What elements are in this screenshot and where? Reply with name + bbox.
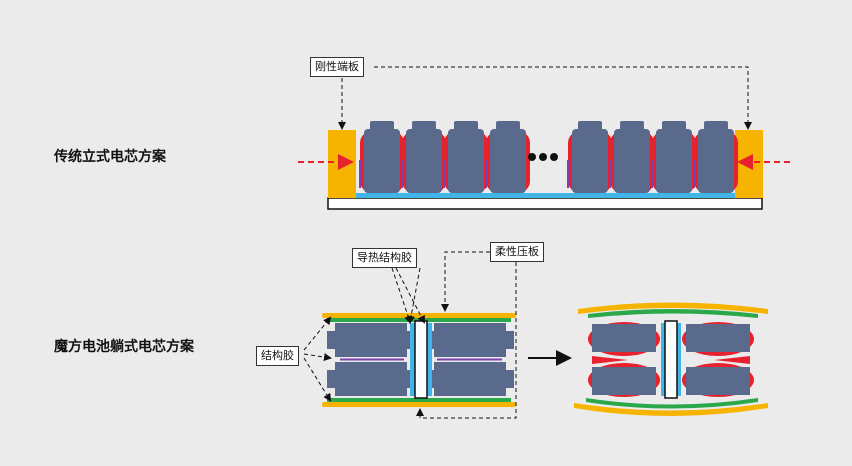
row-title-cube: 魔方电池躺式电芯方案	[54, 339, 194, 355]
swollen-cell	[682, 322, 754, 356]
vertical-cell	[443, 121, 488, 193]
vertical-cell	[485, 121, 530, 193]
swollen-cell	[588, 322, 660, 356]
leader-flexible-plate-top	[441, 251, 490, 312]
callout-flexible-pressure-plate: 柔性压板	[490, 242, 544, 262]
leader-thermal-glue-2	[395, 267, 425, 324]
bottom-green-layer	[327, 398, 511, 402]
top-green-layer-bent	[588, 309, 758, 318]
ellipsis-icon	[528, 153, 558, 161]
end-plate-right	[735, 130, 763, 198]
leader-structural-glue-3	[303, 357, 332, 402]
top-flexible-plate-bent	[578, 302, 768, 314]
leader-structural-glue-1	[303, 316, 332, 351]
swell-seam-left	[592, 356, 628, 364]
swollen-cell	[588, 363, 660, 397]
callout-rigid-end-plate: 刚性端板	[310, 57, 364, 77]
leader-rigid-end-plate-right	[374, 66, 752, 130]
leader-flexible-plate-bottom	[416, 262, 517, 419]
bottom-flexible-plate-bent	[574, 403, 768, 416]
callout-structural-glue: 结构胶	[256, 346, 299, 366]
vertical-cell	[609, 121, 654, 193]
bottom-flexible-plate	[322, 402, 516, 407]
base-plate	[327, 197, 763, 210]
center-cooling-plate-after	[664, 320, 678, 399]
center-cooling-plate	[414, 320, 428, 399]
lying-cell	[327, 362, 412, 396]
row-title-traditional: 传统立式电芯方案	[54, 149, 166, 165]
cube-assembly-before	[303, 251, 517, 419]
callout-thermal-structural-glue: 导热结构胶	[352, 248, 417, 268]
end-plate-left	[328, 130, 356, 198]
vertical-cell	[651, 121, 696, 193]
top-flexible-plate	[322, 313, 516, 318]
lying-cell	[327, 323, 412, 357]
leader-thermal-glue-1	[391, 267, 412, 324]
vertical-cell	[567, 121, 612, 193]
vertical-cell	[359, 121, 404, 193]
bottom-green-layer-bent	[586, 398, 758, 409]
lying-cell	[429, 323, 514, 357]
vertical-cell	[401, 121, 446, 193]
leader-structural-glue-2	[303, 353, 332, 362]
vertical-cell	[693, 121, 738, 193]
traditional-assembly	[298, 66, 790, 210]
lying-cell	[429, 362, 514, 396]
base-cooling-strip	[356, 193, 736, 198]
swell-seam-right	[714, 356, 750, 364]
leader-thermal-glue-3	[407, 267, 421, 324]
swollen-cell	[682, 363, 754, 397]
cube-assembly-after	[574, 302, 768, 416]
